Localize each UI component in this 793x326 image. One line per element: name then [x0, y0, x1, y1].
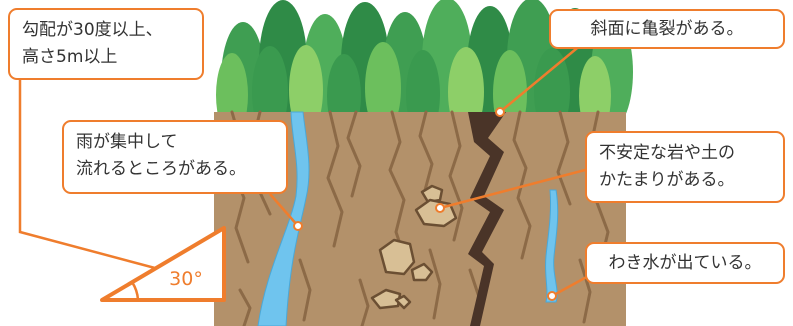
- callout-crack-text: 斜面に亀裂がある。: [563, 15, 771, 43]
- leader-dot: [548, 292, 556, 300]
- leader-dot: [496, 108, 504, 116]
- callout-rain-line2: 流れるところがある。: [76, 156, 274, 183]
- callout-spring-water: わき水が出ている。: [585, 242, 785, 284]
- callout-rain-flow: 雨が集中して 流れるところがある。: [62, 120, 288, 194]
- callout-unstable-rocks: 不安定な岩や土の かたまりがある。: [585, 131, 785, 203]
- callout-slope-line1: 勾配が30度以上、: [22, 17, 190, 44]
- leader-dot: [436, 204, 444, 212]
- callout-rain-line1: 雨が集中して: [76, 129, 274, 156]
- callout-slope-line2: 高さ5m以上: [22, 44, 190, 71]
- callout-slope-condition: 勾配が30度以上、 高さ5m以上: [8, 8, 204, 80]
- angle-label: 30°: [161, 268, 211, 290]
- callout-spring-text: わき水が出ている。: [599, 249, 771, 277]
- callout-rocks-line1: 不安定な岩や土の: [599, 140, 771, 167]
- callout-rocks-line2: かたまりがある。: [599, 167, 771, 194]
- leader-dot: [294, 222, 302, 230]
- rock: [380, 240, 414, 274]
- callout-crack: 斜面に亀裂がある。: [549, 9, 785, 49]
